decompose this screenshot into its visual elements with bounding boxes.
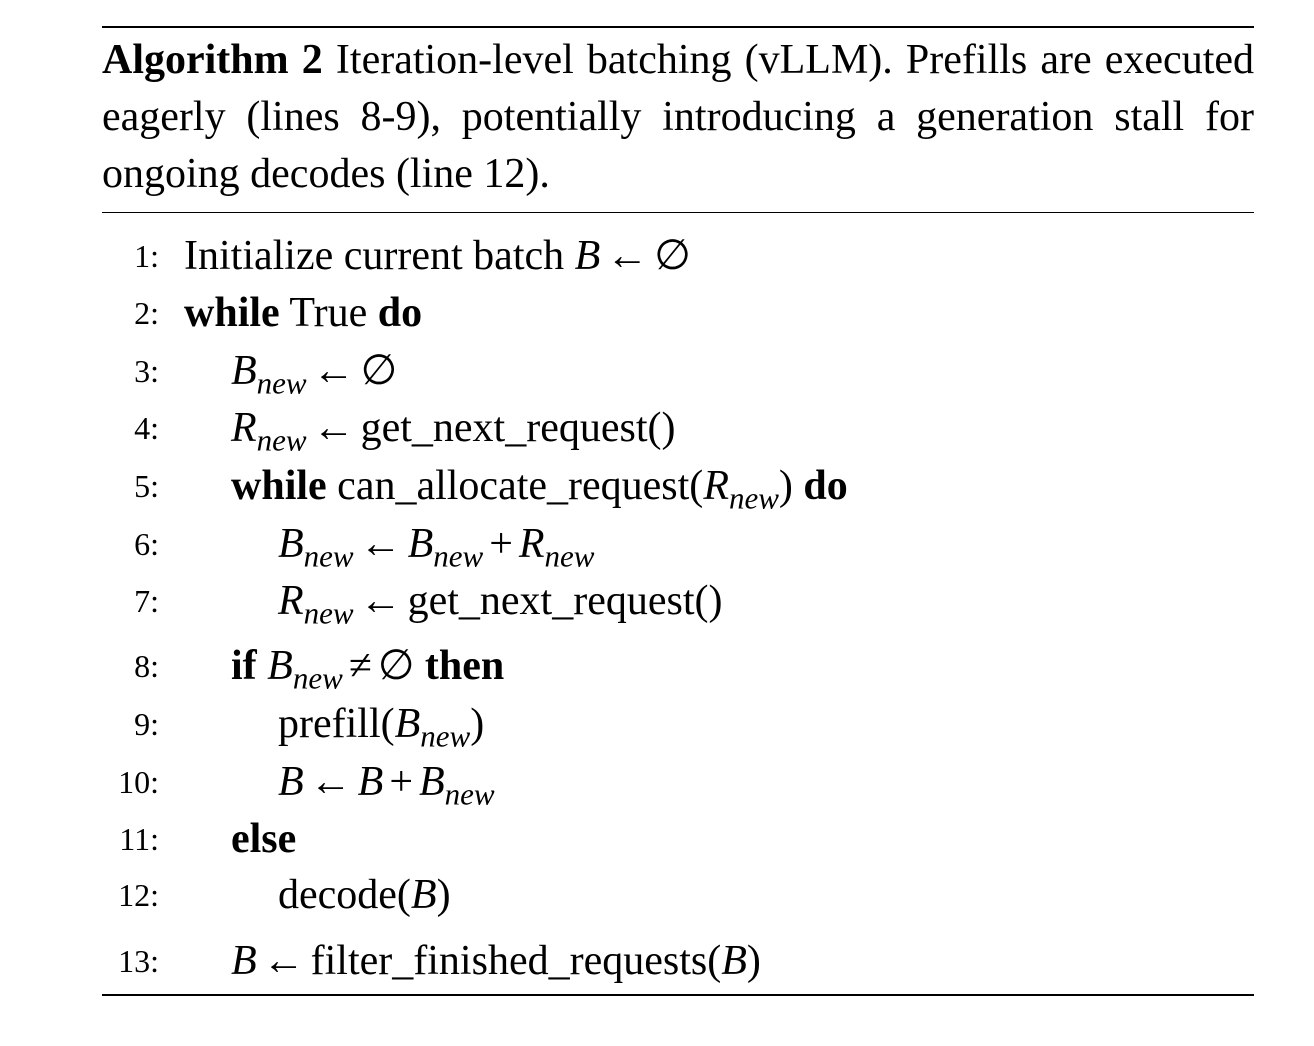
line-number: 9: bbox=[134, 706, 159, 742]
algorithm-label: Algorithm 2 bbox=[102, 37, 323, 83]
line-number: 12: bbox=[118, 877, 159, 913]
algorithm-caption: Algorithm 2 Iteration-level batching (vL… bbox=[102, 28, 1254, 212]
caption-text: Iteration-level batching (vLLM). Prefill… bbox=[102, 37, 1255, 197]
line-number: 1: bbox=[134, 238, 159, 274]
line-code: Initialize current batch B←∅ bbox=[184, 233, 691, 279]
line-number: 2: bbox=[134, 295, 159, 331]
line-code: Bnew←∅ bbox=[231, 348, 398, 401]
line-code: prefill(Bnew) bbox=[278, 701, 485, 754]
algorithm-lines: 1: Initialize current batch B←∅ 2: while… bbox=[102, 213, 1254, 999]
line-number: 8: bbox=[134, 648, 159, 684]
line-code: else bbox=[231, 816, 297, 862]
line-number: 4: bbox=[134, 410, 159, 446]
line-code: B←B+Bnew bbox=[278, 759, 495, 812]
top-rule bbox=[102, 26, 1254, 28]
line-code: Rnew←get_next_request() bbox=[231, 405, 676, 458]
line-code: while True do bbox=[184, 290, 423, 336]
bottom-rule bbox=[102, 994, 1254, 996]
line-number: 3: bbox=[134, 353, 159, 389]
line-code: if Bnew≠∅ then bbox=[231, 643, 505, 696]
line-number: 5: bbox=[134, 468, 159, 504]
line-number: 7: bbox=[134, 583, 159, 619]
line-number: 13: bbox=[118, 943, 159, 979]
caption-rule bbox=[102, 212, 1254, 213]
line-code: Bnew←Bnew+Rnew bbox=[278, 521, 595, 574]
line-code: while can_allocate_request(Rnew) do bbox=[231, 463, 848, 516]
line-number: 6: bbox=[134, 526, 159, 562]
line-code: B←filter_finished_requests(B) bbox=[231, 938, 761, 984]
line-number: 11: bbox=[119, 821, 159, 857]
line-code: Rnew←get_next_request() bbox=[278, 578, 723, 631]
line-code: decode(B) bbox=[278, 872, 451, 918]
algorithm-block: Algorithm 2 Iteration-level batching (vL… bbox=[102, 26, 1254, 999]
line-number: 10: bbox=[118, 764, 159, 800]
